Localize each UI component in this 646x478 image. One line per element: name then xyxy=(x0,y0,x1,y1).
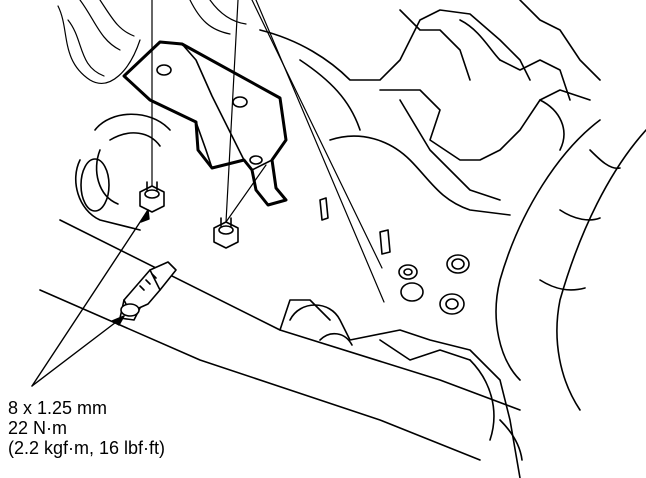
frame-rail xyxy=(39,219,521,461)
torque-nm-label: 22 N·m xyxy=(8,418,68,438)
engine-cover-background xyxy=(57,0,247,84)
stud-right xyxy=(319,197,391,255)
callout-arrows xyxy=(31,209,150,387)
coolant-hose xyxy=(495,119,646,411)
boss-holes xyxy=(398,254,470,315)
bolt-size-label: 8 x 1.25 mm xyxy=(8,398,108,418)
torque-alt-label: (2.2 kgf·m, 16 lbf·ft) xyxy=(8,438,166,458)
nut-middle xyxy=(213,217,239,249)
engine-block-upper xyxy=(259,0,601,216)
flange-bolt xyxy=(119,261,177,321)
left-pipe xyxy=(75,113,171,231)
leader-lines xyxy=(151,0,385,303)
bracket-hole-1 xyxy=(156,64,172,76)
bracket-hole-3 xyxy=(249,155,263,165)
lower-casting xyxy=(289,304,523,478)
engine-mount-bracket xyxy=(122,40,288,207)
